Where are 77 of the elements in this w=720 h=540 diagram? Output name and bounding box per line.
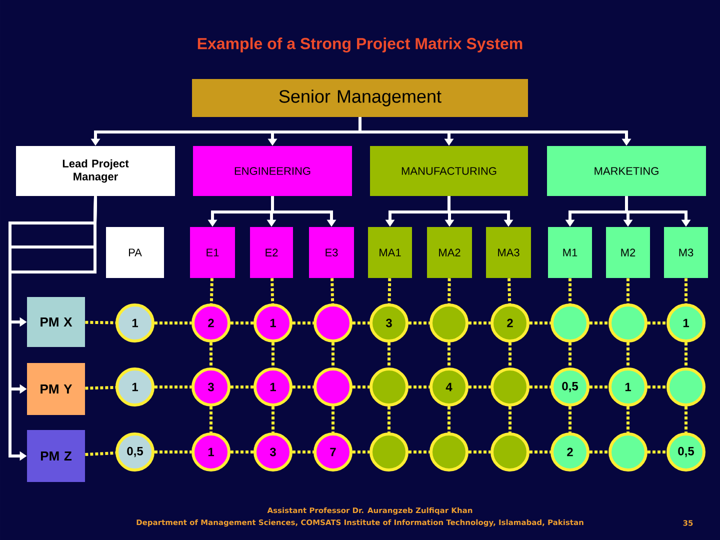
dotted-line bbox=[408, 386, 430, 388]
unit-box: E2 bbox=[250, 227, 293, 278]
dotted-line bbox=[530, 322, 550, 324]
slide-title: Example of a Strong Project Matrix System bbox=[198, 38, 522, 52]
dotted-line bbox=[292, 322, 314, 324]
unit-box: M2 bbox=[606, 227, 650, 278]
dotted-line bbox=[210, 278, 214, 304]
dotted-line bbox=[332, 406, 334, 432]
dotted-line bbox=[568, 278, 572, 304]
dotted-line bbox=[292, 386, 314, 388]
dotted-line bbox=[352, 322, 370, 324]
dotted-line bbox=[272, 342, 274, 368]
project-manager-box: PM Y bbox=[27, 363, 85, 415]
role-box: Lead Project Manager bbox=[16, 146, 175, 196]
dotted-line bbox=[648, 450, 666, 454]
unit-box: E1 bbox=[190, 227, 235, 278]
dotted-line bbox=[388, 278, 392, 304]
unit-box: PA bbox=[106, 227, 164, 278]
dotted-line bbox=[408, 322, 430, 324]
dotted-line bbox=[154, 450, 192, 454]
dotted-line bbox=[230, 450, 254, 454]
dotted-line bbox=[568, 342, 572, 368]
dotted-line bbox=[210, 406, 212, 432]
dotted-line bbox=[468, 386, 490, 388]
unit-box: E3 bbox=[309, 227, 354, 278]
dotted-line bbox=[468, 450, 490, 454]
dotted-line bbox=[530, 386, 550, 388]
department-box: MARKETING bbox=[547, 146, 706, 196]
dotted-line bbox=[590, 386, 608, 388]
dotted-line bbox=[352, 450, 370, 454]
dotted-line bbox=[85, 320, 116, 324]
dotted-line bbox=[684, 278, 688, 304]
dotted-line bbox=[508, 406, 512, 432]
unit-box: MA2 bbox=[427, 227, 472, 278]
dotted-line bbox=[85, 386, 116, 390]
dotted-line bbox=[508, 342, 512, 368]
dotted-line bbox=[590, 322, 608, 324]
dotted-line bbox=[388, 406, 390, 432]
project-manager-box: PM Z bbox=[27, 430, 85, 482]
dotted-line bbox=[388, 342, 390, 368]
dotted-line bbox=[230, 322, 254, 324]
dotted-line bbox=[648, 322, 666, 324]
dotted-line bbox=[530, 450, 550, 454]
dotted-line bbox=[568, 406, 572, 432]
dotted-line bbox=[684, 406, 688, 432]
dotted-line bbox=[448, 406, 450, 432]
dotted-line bbox=[85, 451, 116, 456]
unit-box: MA3 bbox=[486, 227, 531, 278]
project-manager-box: PM X bbox=[27, 297, 85, 347]
dotted-line bbox=[332, 342, 334, 368]
dotted-line bbox=[270, 278, 274, 304]
allocation-circle bbox=[666, 368, 706, 406]
dotted-line bbox=[154, 322, 192, 324]
dotted-line bbox=[210, 342, 212, 368]
dotted-line bbox=[684, 342, 688, 368]
dotted-line bbox=[648, 386, 666, 388]
dotted-line bbox=[590, 450, 608, 454]
dotted-line bbox=[468, 322, 490, 324]
department-box: MANUFACTURING bbox=[370, 146, 528, 196]
dotted-line bbox=[292, 450, 314, 454]
dotted-line bbox=[448, 342, 450, 368]
dotted-line bbox=[154, 386, 192, 388]
unit-box: MA1 bbox=[368, 227, 412, 278]
unit-box: M1 bbox=[548, 227, 592, 278]
dotted-line bbox=[272, 406, 274, 432]
dotted-line bbox=[352, 386, 370, 388]
dotted-line bbox=[408, 450, 430, 454]
department-box: ENGINEERING bbox=[193, 146, 352, 196]
header-box: Senior Management bbox=[192, 79, 528, 117]
dotted-line bbox=[230, 386, 254, 388]
unit-box: M3 bbox=[664, 227, 708, 278]
dotted-line bbox=[626, 406, 630, 432]
dotted-line bbox=[508, 278, 512, 304]
dotted-line bbox=[448, 278, 451, 304]
dotted-line bbox=[626, 278, 630, 304]
dotted-line bbox=[626, 342, 630, 368]
dotted-line bbox=[330, 278, 334, 304]
